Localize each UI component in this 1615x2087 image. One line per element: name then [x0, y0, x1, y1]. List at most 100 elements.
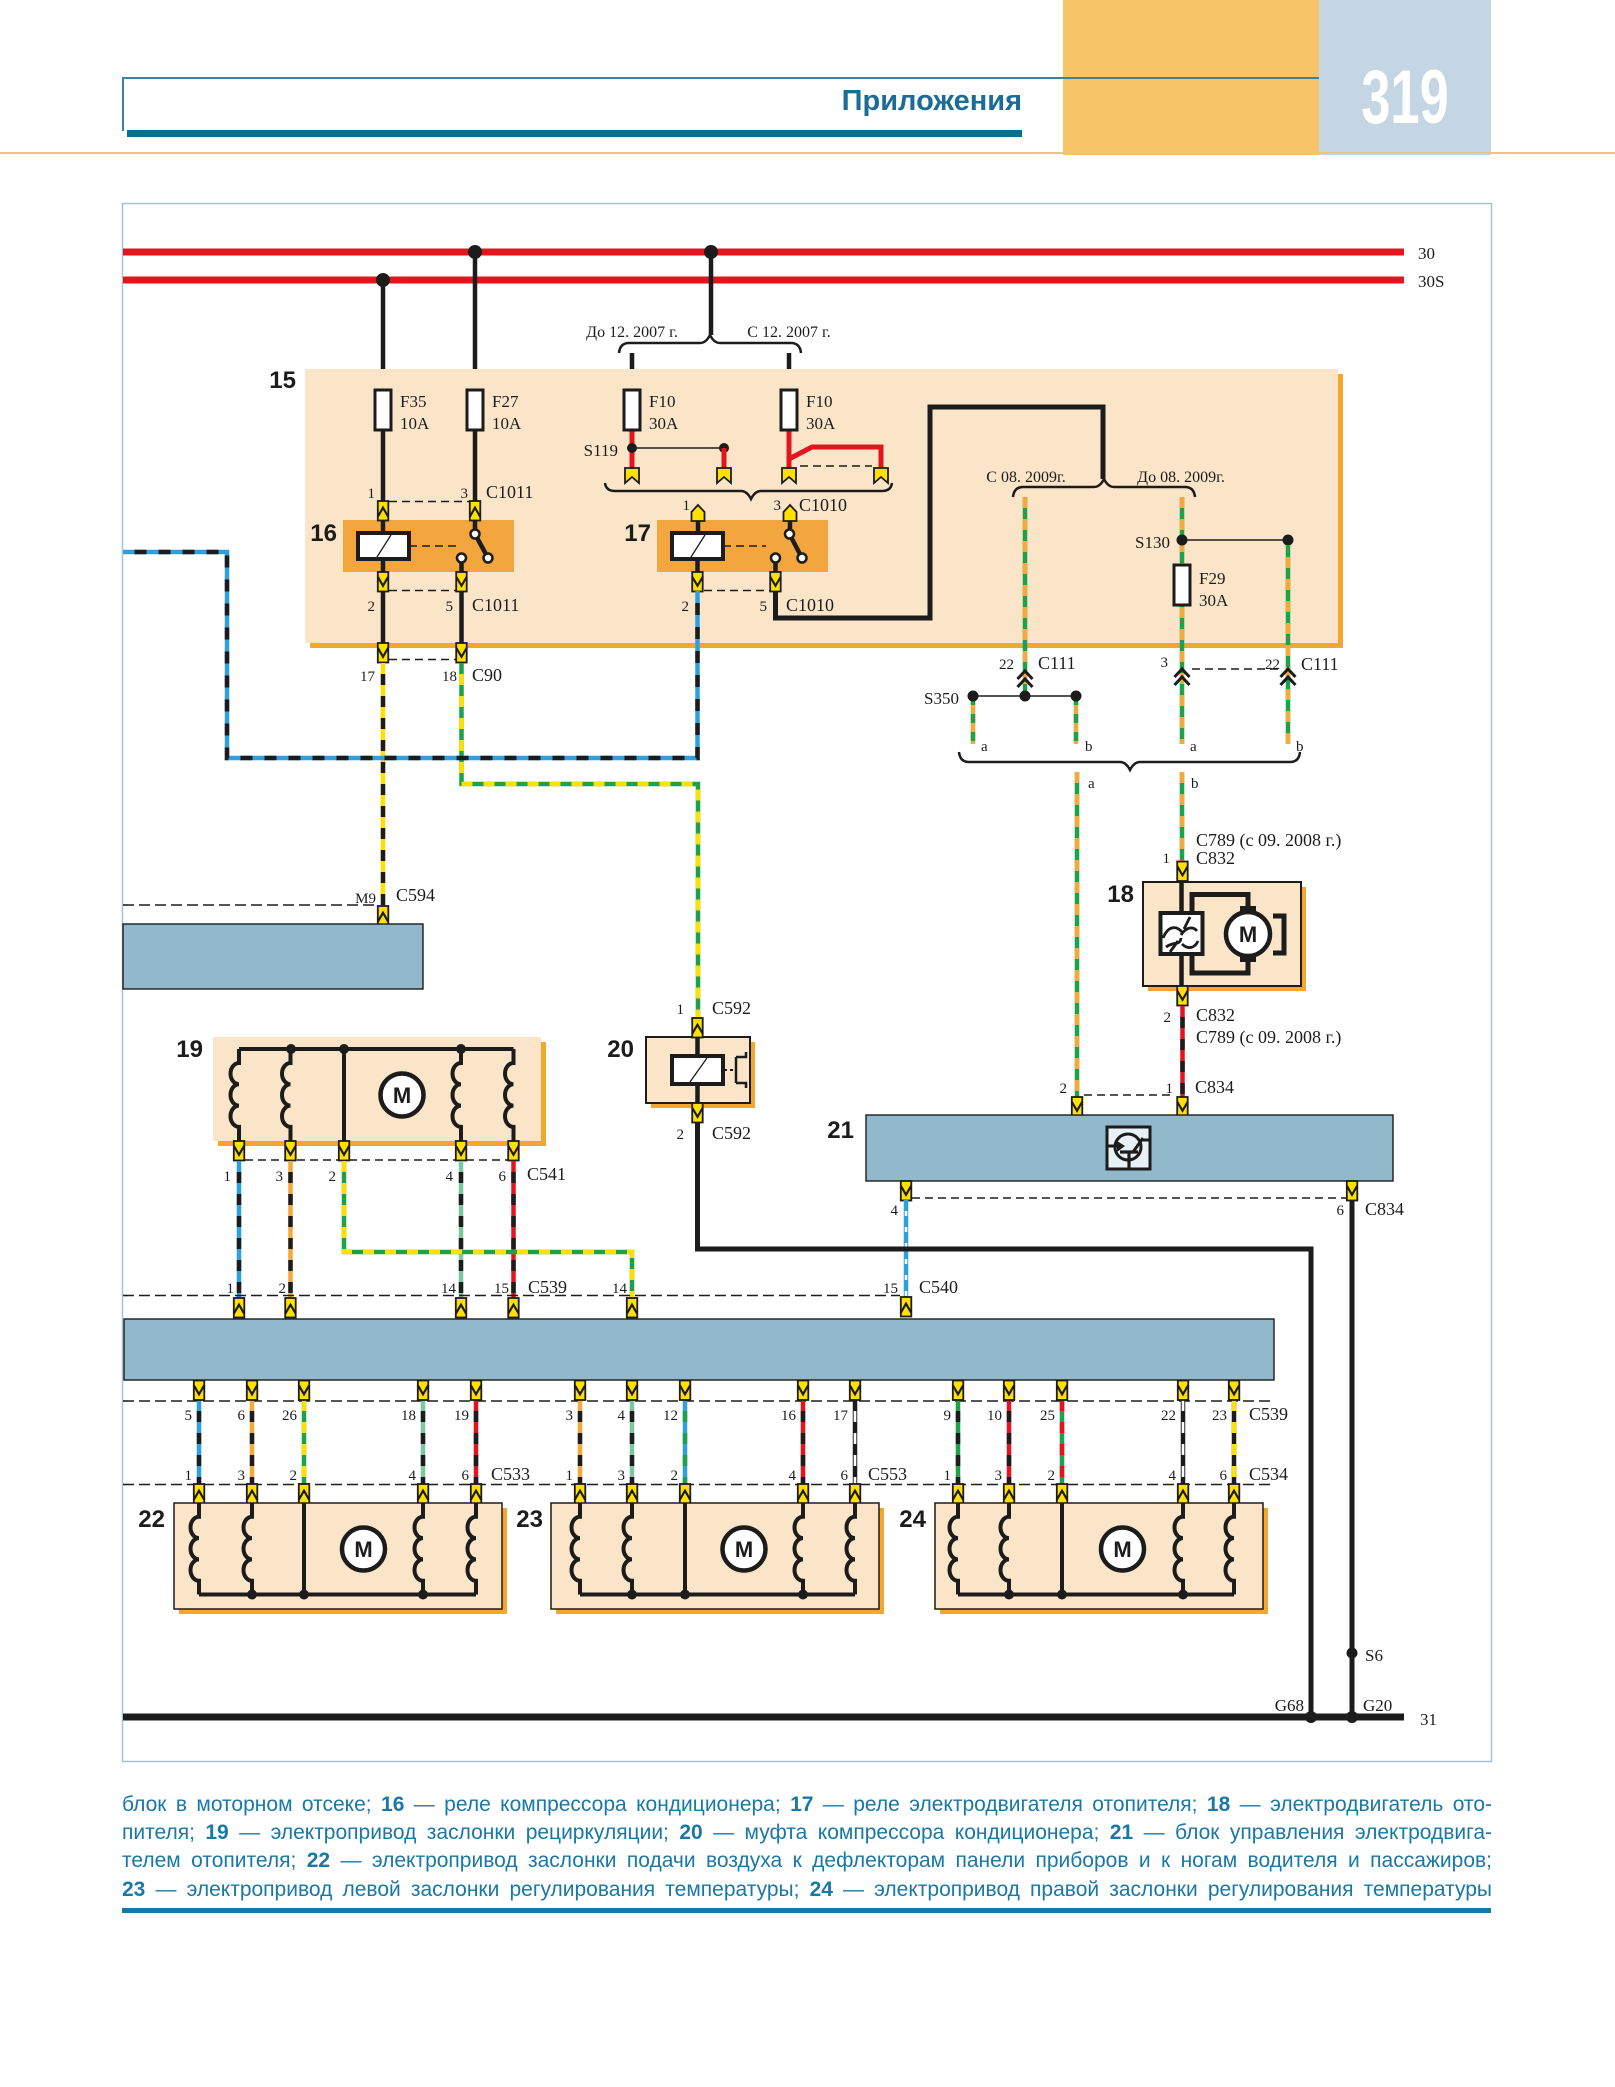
svg-text:4: 4	[891, 1203, 899, 1219]
svg-text:M: M	[354, 1537, 372, 1562]
svg-text:1: 1	[185, 1468, 193, 1484]
svg-text:C834: C834	[1195, 1077, 1234, 1097]
svg-text:5: 5	[446, 599, 454, 615]
svg-text:F10: F10	[649, 392, 675, 411]
svg-text:9: 9	[944, 1408, 952, 1424]
svg-text:a: a	[1088, 776, 1095, 792]
svg-text:C834: C834	[1365, 1199, 1404, 1219]
svg-text:C832: C832	[1196, 1005, 1235, 1025]
svg-text:18: 18	[1107, 881, 1134, 908]
svg-text:26: 26	[282, 1408, 298, 1424]
svg-text:6: 6	[499, 1169, 507, 1185]
svg-text:4: 4	[1169, 1468, 1177, 1484]
svg-text:2: 2	[1164, 1010, 1172, 1026]
svg-text:2: 2	[290, 1468, 298, 1484]
svg-text:1: 1	[944, 1468, 952, 1484]
svg-text:2: 2	[368, 599, 376, 615]
svg-text:b: b	[1191, 776, 1199, 792]
svg-text:C789 (с 09. 2008 г.): C789 (с 09. 2008 г.)	[1196, 830, 1341, 851]
svg-text:C539: C539	[1249, 1404, 1288, 1424]
svg-text:10A: 10A	[492, 414, 522, 433]
svg-text:24: 24	[899, 1506, 926, 1533]
svg-text:C1010: C1010	[786, 595, 834, 615]
svg-text:3: 3	[1161, 655, 1169, 671]
svg-text:6: 6	[1337, 1203, 1345, 1219]
svg-text:1: 1	[227, 1281, 235, 1297]
svg-text:3: 3	[276, 1169, 284, 1185]
svg-text:30S: 30S	[1418, 272, 1444, 291]
svg-text:12: 12	[663, 1408, 678, 1424]
svg-text:F29: F29	[1199, 569, 1225, 588]
svg-text:C594: C594	[396, 885, 435, 905]
svg-text:1: 1	[1166, 1081, 1174, 1097]
svg-text:16: 16	[310, 520, 337, 547]
svg-text:3: 3	[238, 1468, 246, 1484]
svg-text:17: 17	[833, 1408, 849, 1424]
svg-text:2: 2	[1060, 1081, 1068, 1097]
svg-text:16: 16	[781, 1408, 797, 1424]
svg-text:2: 2	[279, 1281, 287, 1297]
svg-text:S119: S119	[584, 441, 618, 460]
svg-text:19: 19	[454, 1408, 469, 1424]
svg-text:3: 3	[995, 1468, 1003, 1484]
svg-text:C90: C90	[472, 665, 502, 685]
svg-text:1: 1	[224, 1169, 232, 1185]
svg-text:C111: C111	[1038, 653, 1076, 673]
svg-text:17: 17	[360, 669, 376, 685]
svg-text:14: 14	[612, 1281, 628, 1297]
svg-text:C1010: C1010	[799, 495, 847, 515]
svg-text:2: 2	[677, 1127, 685, 1143]
svg-text:C1011: C1011	[486, 482, 533, 502]
svg-text:15: 15	[883, 1281, 898, 1297]
svg-text:18: 18	[401, 1408, 416, 1424]
svg-text:15: 15	[269, 367, 296, 394]
svg-text:1: 1	[677, 1002, 685, 1018]
svg-text:23: 23	[516, 1506, 543, 1533]
svg-text:22: 22	[138, 1506, 165, 1533]
svg-text:До 08. 2009г.: До 08. 2009г.	[1137, 469, 1225, 486]
svg-text:C832: C832	[1196, 848, 1235, 868]
svg-text:4: 4	[789, 1468, 797, 1484]
svg-text:1: 1	[368, 486, 376, 502]
svg-text:5: 5	[760, 599, 768, 615]
svg-text:C111: C111	[1301, 654, 1339, 674]
svg-text:C592: C592	[712, 998, 751, 1018]
svg-text:M: M	[1113, 1537, 1131, 1562]
svg-text:С 08. 2009г.: С 08. 2009г.	[986, 469, 1065, 486]
svg-text:C1011: C1011	[472, 595, 519, 615]
svg-text:a: a	[981, 739, 988, 755]
svg-text:G20: G20	[1363, 1696, 1392, 1715]
svg-text:F10: F10	[806, 392, 832, 411]
svg-text:19: 19	[176, 1036, 203, 1063]
svg-text:1: 1	[566, 1468, 574, 1484]
svg-text:30A: 30A	[649, 414, 679, 433]
svg-text:До 12. 2007 г.: До 12. 2007 г.	[586, 324, 678, 341]
svg-text:10A: 10A	[400, 414, 430, 433]
svg-text:3: 3	[774, 498, 782, 514]
svg-text:C541: C541	[527, 1164, 566, 1184]
svg-text:22: 22	[1161, 1408, 1176, 1424]
svg-text:22: 22	[1265, 657, 1280, 673]
svg-text:C553: C553	[868, 1464, 907, 1484]
svg-text:15: 15	[494, 1281, 509, 1297]
svg-text:M: M	[1239, 922, 1257, 947]
svg-text:6: 6	[238, 1408, 246, 1424]
svg-text:5: 5	[185, 1408, 193, 1424]
svg-text:6: 6	[462, 1468, 470, 1484]
svg-text:F35: F35	[400, 392, 426, 411]
svg-text:3: 3	[618, 1468, 626, 1484]
svg-text:C592: C592	[712, 1123, 751, 1143]
svg-text:S350: S350	[924, 689, 959, 708]
svg-text:M: M	[735, 1537, 753, 1562]
svg-text:C534: C534	[1249, 1464, 1288, 1484]
svg-text:M: M	[393, 1083, 411, 1108]
svg-text:21: 21	[827, 1117, 854, 1144]
svg-text:30: 30	[1418, 244, 1435, 263]
svg-text:b: b	[1085, 739, 1093, 755]
svg-text:30A: 30A	[806, 414, 836, 433]
svg-text:23: 23	[1212, 1408, 1227, 1424]
svg-text:4: 4	[409, 1468, 417, 1484]
svg-text:1: 1	[1163, 851, 1171, 867]
svg-text:30A: 30A	[1199, 591, 1229, 610]
svg-text:31: 31	[1420, 1710, 1437, 1729]
